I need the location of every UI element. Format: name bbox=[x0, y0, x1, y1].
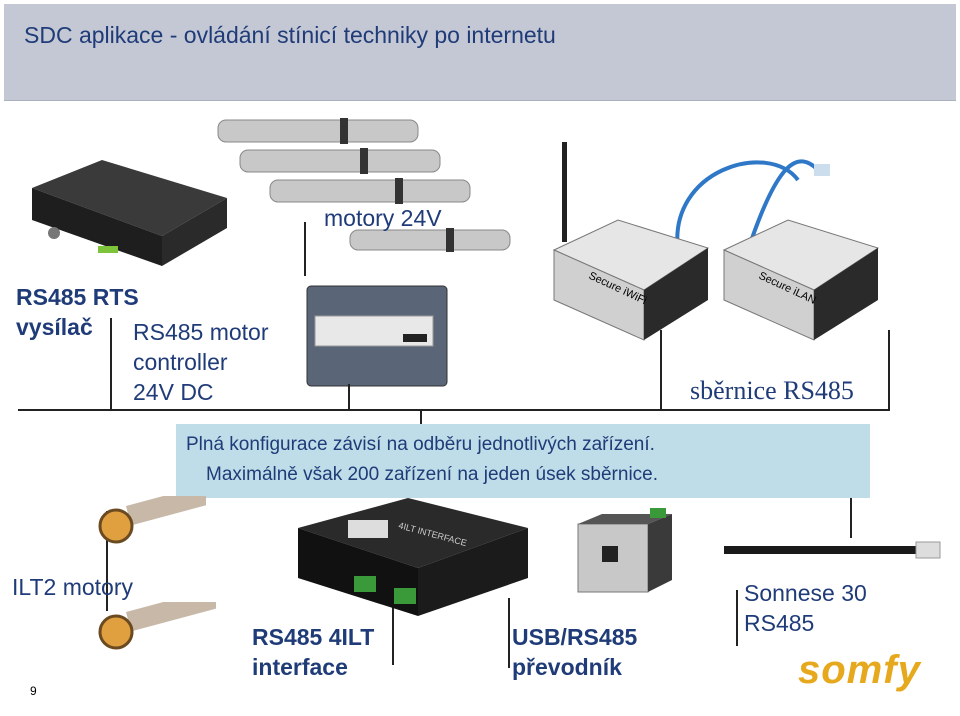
connector-line bbox=[508, 598, 510, 668]
rts-label: RS485 RTS vysílač bbox=[16, 284, 139, 340]
connector-line bbox=[850, 498, 852, 538]
usb-converter-label: USB/RS485 převodník bbox=[512, 624, 638, 680]
note-line-1: Plná konfigurace závisí na odběru jednot… bbox=[186, 434, 655, 455]
page-title: SDC aplikace - ovládání stínicí techniky… bbox=[24, 22, 556, 48]
connector-line bbox=[304, 222, 306, 276]
page-number: 9 bbox=[30, 684, 37, 698]
connector-line bbox=[888, 330, 890, 410]
connector-line bbox=[736, 590, 738, 646]
motors-24v-label: motory 24V bbox=[324, 205, 442, 231]
interface-image: 4ILT INTERFACE bbox=[298, 498, 528, 616]
rts-transmitter-image bbox=[32, 160, 227, 266]
connector-line bbox=[348, 384, 350, 410]
bus-line bbox=[18, 409, 890, 411]
connector-line bbox=[420, 409, 422, 425]
interface-label: RS485 4ILT interface bbox=[252, 624, 375, 680]
sonnese-label: Sonnese 30 RS485 bbox=[744, 580, 867, 636]
note-box: Plná konfigurace závisí na odběru jednot… bbox=[176, 424, 870, 498]
connectone-devices-image: Secure iWiFi Secure iLAN bbox=[552, 142, 880, 341]
connector-line bbox=[660, 330, 662, 410]
ilt2-label: ILT2 motory bbox=[12, 574, 133, 600]
usb-converter-image bbox=[577, 508, 672, 593]
somfy-logo: somfy bbox=[798, 648, 921, 692]
connector-line bbox=[392, 575, 394, 665]
note-line-2: Maximálně však 200 zařízení na jeden úse… bbox=[206, 464, 659, 485]
ilt2-motor-image bbox=[98, 602, 216, 650]
motor-controller-image bbox=[306, 285, 448, 387]
motor-controller-label: RS485 motor controller 24V DC bbox=[133, 319, 269, 405]
bus-label: sběrnice RS485 bbox=[690, 376, 854, 405]
motors-24v-image bbox=[217, 118, 511, 252]
title-bar: SDC aplikace - ovládání stínicí techniky… bbox=[4, 4, 956, 101]
ilt2-motor-image bbox=[98, 496, 206, 544]
connector-line bbox=[110, 318, 112, 410]
sonnese-motor-image bbox=[724, 541, 941, 559]
connector-line bbox=[106, 511, 108, 611]
